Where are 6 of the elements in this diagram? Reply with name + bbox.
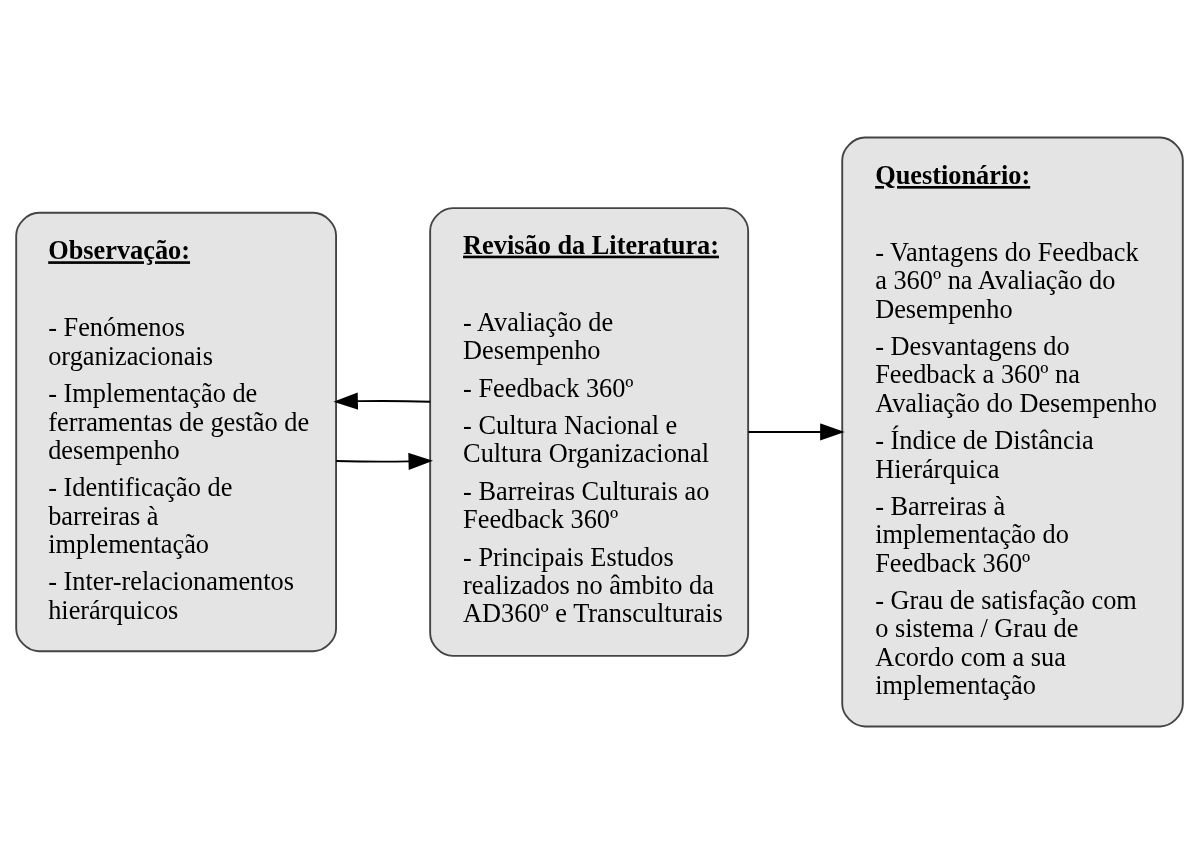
node-box: Revisão da Literatura: - Avaliação de Desempenho - Feedback 360º - Cultura Nacional e Cultura Organizacional - Barreiras Culturais ao Feedback 360º - Principais Estudos realizados no âmbito da AD360º e Transculturais [429,206,750,657]
node-box: Observação: - Fenómenos organizacionais - Implementação de ferramentas de gestão de desempenho - Identificação de barreiras à implementação - Inter-relacionamentos hierárquicos [15,211,337,652]
arrow [335,452,433,470]
arrow [333,392,432,410]
node-box: Questionário: - Vantagens do Feedback a 360º na Avaliação do Desempenho - Desvantagens do Feedback a 360º na Avaliação do Desempenho - Índice de Distância Hierárquica - Barreiras à implementação do Feedback 360º - Grau de satisfação com o sistema / Grau de Acordo com a sua implementação [841,136,1184,727]
arrow [747,422,845,441]
